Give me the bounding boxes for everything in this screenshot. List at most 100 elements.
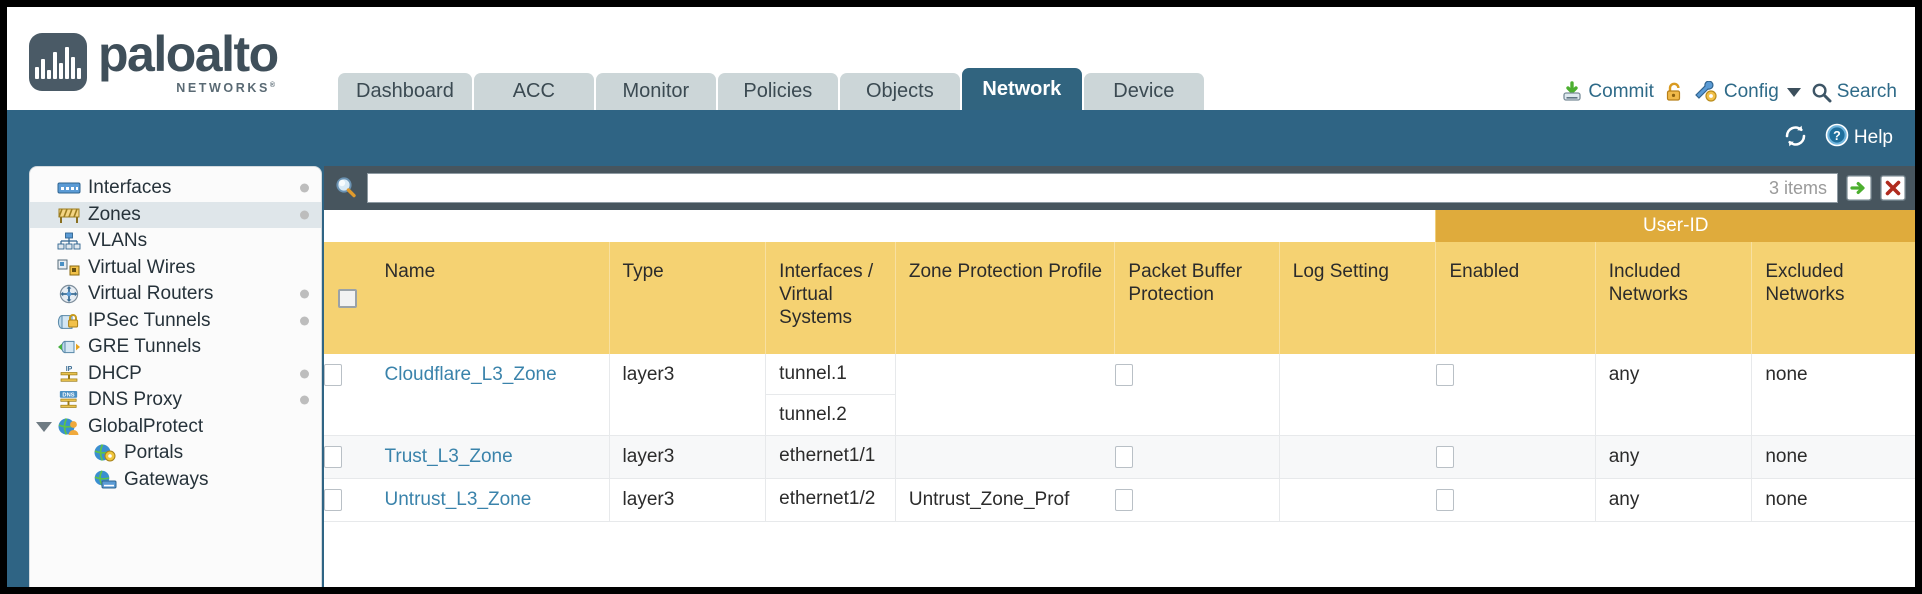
- sidebar-item-gateways[interactable]: Gateways: [30, 467, 321, 494]
- sidebar-item-gre-tunnels[interactable]: GRE Tunnels: [30, 334, 321, 361]
- col-header-name[interactable]: Name: [371, 242, 610, 354]
- row-select-cell[interactable]: [324, 354, 372, 436]
- userid-enabled-checkbox[interactable]: [1435, 364, 1454, 386]
- cell-excluded-networks: none: [1751, 478, 1915, 522]
- table-row[interactable]: Trust_L3_Zone layer3 ethernet1/1: [324, 435, 1915, 479]
- brand-name: paloalto: [98, 26, 279, 82]
- commit-button[interactable]: Commit: [1561, 81, 1654, 103]
- table-group-header-row: User-ID: [324, 210, 1915, 242]
- refresh-button[interactable]: [1782, 124, 1809, 153]
- select-all-checkbox[interactable]: [338, 288, 358, 308]
- filter-input-wrap[interactable]: 3 items: [367, 173, 1838, 203]
- sidebar-item-label: Zones: [88, 203, 141, 225]
- filter-search-icon: [333, 175, 359, 201]
- packet-buffer-protection-checkbox[interactable]: [1114, 446, 1133, 468]
- packet-buffer-protection-checkbox[interactable]: [1114, 488, 1133, 511]
- col-header-interfaces-virtual-systems[interactable]: Interfaces / Virtual Systems: [765, 242, 896, 354]
- row-checkbox[interactable]: [324, 446, 342, 468]
- tab-acc[interactable]: ACC: [473, 73, 594, 110]
- cell-userid-enabled[interactable]: [1435, 435, 1596, 479]
- zone-name-link[interactable]: Untrust_L3_Zone: [384, 488, 532, 510]
- row-select-cell[interactable]: [324, 435, 372, 479]
- cell-interfaces: ethernet1/1: [765, 435, 896, 479]
- cell-zone-protection-profile: [894, 354, 1115, 436]
- col-header-included-networks[interactable]: Included Networks: [1594, 242, 1752, 354]
- sidebar-item-portals[interactable]: Portals: [30, 440, 321, 467]
- sidebar-item-label: DHCP: [88, 362, 142, 384]
- cell-packet-buffer-protection[interactable]: [1114, 354, 1280, 436]
- col-header-excluded-networks[interactable]: Excluded Networks: [1751, 242, 1915, 354]
- cell-zone-protection-profile: [894, 435, 1115, 479]
- sidebar-item-label: Gateways: [124, 468, 209, 490]
- userid-enabled-checkbox[interactable]: [1435, 488, 1454, 511]
- expander-triangle-icon[interactable]: [36, 421, 52, 432]
- filter-input[interactable]: [378, 174, 1769, 202]
- help-button[interactable]: ? Help: [1825, 123, 1893, 153]
- tab-device[interactable]: Device: [1083, 73, 1204, 110]
- cell-packet-buffer-protection[interactable]: [1114, 435, 1280, 479]
- row-checkbox[interactable]: [324, 364, 342, 386]
- select-all-header[interactable]: [324, 242, 372, 354]
- tab-policies[interactable]: Policies: [717, 73, 838, 110]
- sidebar-item-virtual-routers[interactable]: Virtual Routers: [30, 281, 321, 308]
- cell-log-setting: [1278, 435, 1436, 479]
- sidebar-item-zones[interactable]: Zones: [30, 201, 321, 228]
- interface-entry: tunnel.1: [779, 363, 847, 384]
- apply-filter-button[interactable]: [1846, 175, 1872, 201]
- sidebar-item-globalprotect[interactable]: GlobalProtect: [30, 414, 321, 441]
- tab-network[interactable]: Network: [961, 68, 1082, 110]
- col-header-zone-protection-profile[interactable]: Zone Protection Profile: [894, 242, 1115, 354]
- table-header-row: Name Type Interfaces / Virtual Systems Z…: [324, 242, 1915, 354]
- col-header-enabled[interactable]: Enabled: [1435, 242, 1596, 354]
- cell-type: layer3: [608, 354, 766, 436]
- tab-dashboard[interactable]: Dashboard: [338, 73, 472, 110]
- cell-name[interactable]: Trust_L3_Zone: [371, 435, 610, 479]
- ipsec-tunnels-icon: [56, 311, 81, 330]
- cell-included-networks: any: [1594, 478, 1752, 522]
- cell-name[interactable]: Untrust_L3_Zone: [371, 478, 610, 522]
- sidebar-item-virtual-wires[interactable]: Virtual Wires: [30, 255, 321, 282]
- cell-interfaces: ethernet1/2: [765, 478, 896, 522]
- dhcp-icon: IP: [56, 364, 81, 383]
- virtual-routers-icon: [56, 285, 81, 304]
- status-dot: [300, 395, 309, 405]
- table-row[interactable]: Untrust_L3_Zone layer3 ethernet1/2 Untru…: [324, 478, 1915, 522]
- row-select-cell[interactable]: [324, 478, 372, 522]
- sidebar-item-dns-proxy[interactable]: DNS DNS Proxy: [30, 387, 321, 414]
- sidebar-item-ipsec-tunnels[interactable]: IPSec Tunnels: [30, 308, 321, 335]
- userid-enabled-checkbox[interactable]: [1435, 446, 1454, 468]
- search-button[interactable]: Search: [1811, 81, 1897, 103]
- col-header-log-setting[interactable]: Log Setting: [1278, 242, 1436, 354]
- col-header-packet-buffer-protection[interactable]: Packet Buffer Protection: [1114, 242, 1280, 354]
- cell-userid-enabled[interactable]: [1435, 478, 1596, 522]
- filter-toolbar: 3 items: [324, 166, 1915, 210]
- sidebar-item-interfaces[interactable]: Interfaces: [30, 175, 321, 202]
- vlans-icon: [56, 232, 81, 251]
- sidebar-item-label: GlobalProtect: [88, 415, 204, 437]
- tab-objects[interactable]: Objects: [839, 73, 960, 110]
- tab-monitor[interactable]: Monitor: [595, 73, 716, 110]
- cell-log-setting: [1278, 354, 1436, 436]
- cell-name[interactable]: Cloudflare_L3_Zone: [371, 354, 610, 436]
- status-dot: [300, 316, 309, 326]
- search-label: Search: [1836, 81, 1897, 102]
- cell-userid-enabled[interactable]: [1435, 354, 1596, 436]
- svg-text:IP: IP: [65, 366, 72, 373]
- row-checkbox[interactable]: [324, 488, 342, 511]
- items-count: 3 items: [1768, 177, 1827, 198]
- lock-button[interactable]: [1664, 81, 1685, 103]
- table-row[interactable]: Cloudflare_L3_Zone layer3 tunnel.1 tunne…: [324, 354, 1915, 436]
- commit-icon: [1561, 81, 1583, 103]
- cell-packet-buffer-protection[interactable]: [1114, 478, 1280, 522]
- zone-name-link[interactable]: Trust_L3_Zone: [384, 446, 513, 467]
- sidebar-item-dhcp[interactable]: IP DHCP: [30, 361, 321, 388]
- col-header-type[interactable]: Type: [608, 242, 766, 354]
- clear-filter-button[interactable]: [1880, 175, 1906, 201]
- sidebar-item-vlans[interactable]: VLANs: [30, 228, 321, 255]
- packet-buffer-protection-checkbox[interactable]: [1114, 364, 1133, 386]
- svg-text:?: ?: [1833, 129, 1841, 143]
- group-header-spacer: [324, 210, 1436, 242]
- zone-name-link[interactable]: Cloudflare_L3_Zone: [384, 364, 557, 385]
- config-dropdown[interactable]: Config: [1695, 81, 1801, 103]
- cell-excluded-networks: none: [1751, 354, 1915, 436]
